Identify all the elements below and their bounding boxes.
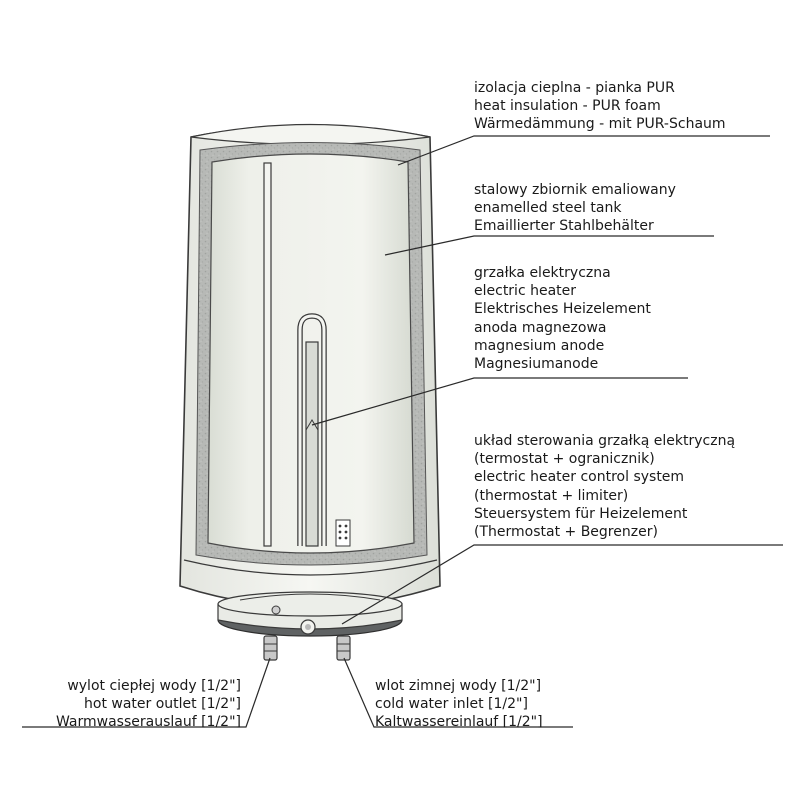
thermostat-sensor — [335, 519, 351, 547]
leader-hot-outlet — [22, 657, 271, 728]
hot-water-fitting — [263, 635, 278, 661]
cold-water-fitting — [336, 635, 351, 661]
indicator-light — [271, 605, 281, 615]
insulation-label: izolacja cieplna - pianka PUR heat insul… — [474, 80, 726, 133]
leader-insulation — [397, 135, 770, 166]
heater-anode-label: grzałka elektryczna electric heater Elek… — [474, 265, 651, 373]
bottom-band — [183, 559, 438, 576]
leader-tank — [384, 235, 714, 256]
leader-control — [341, 544, 783, 625]
cold-inlet-label: wlot zimnej wody [1/2"] cold water inlet… — [375, 678, 543, 731]
leader-heater — [311, 377, 688, 426]
control-system-label: układ sterowania grzałką elektryczną (te… — [474, 433, 736, 541]
magnesium-anode — [305, 341, 319, 547]
hot-outlet-label: wylot ciepłej wody [1/2"] hot water outl… — [55, 678, 241, 731]
leader-cold-inlet — [343, 657, 573, 728]
hot-water-pipe — [263, 162, 272, 547]
tank-label: stalowy zbiornik emaliowany enamelled st… — [474, 182, 676, 235]
